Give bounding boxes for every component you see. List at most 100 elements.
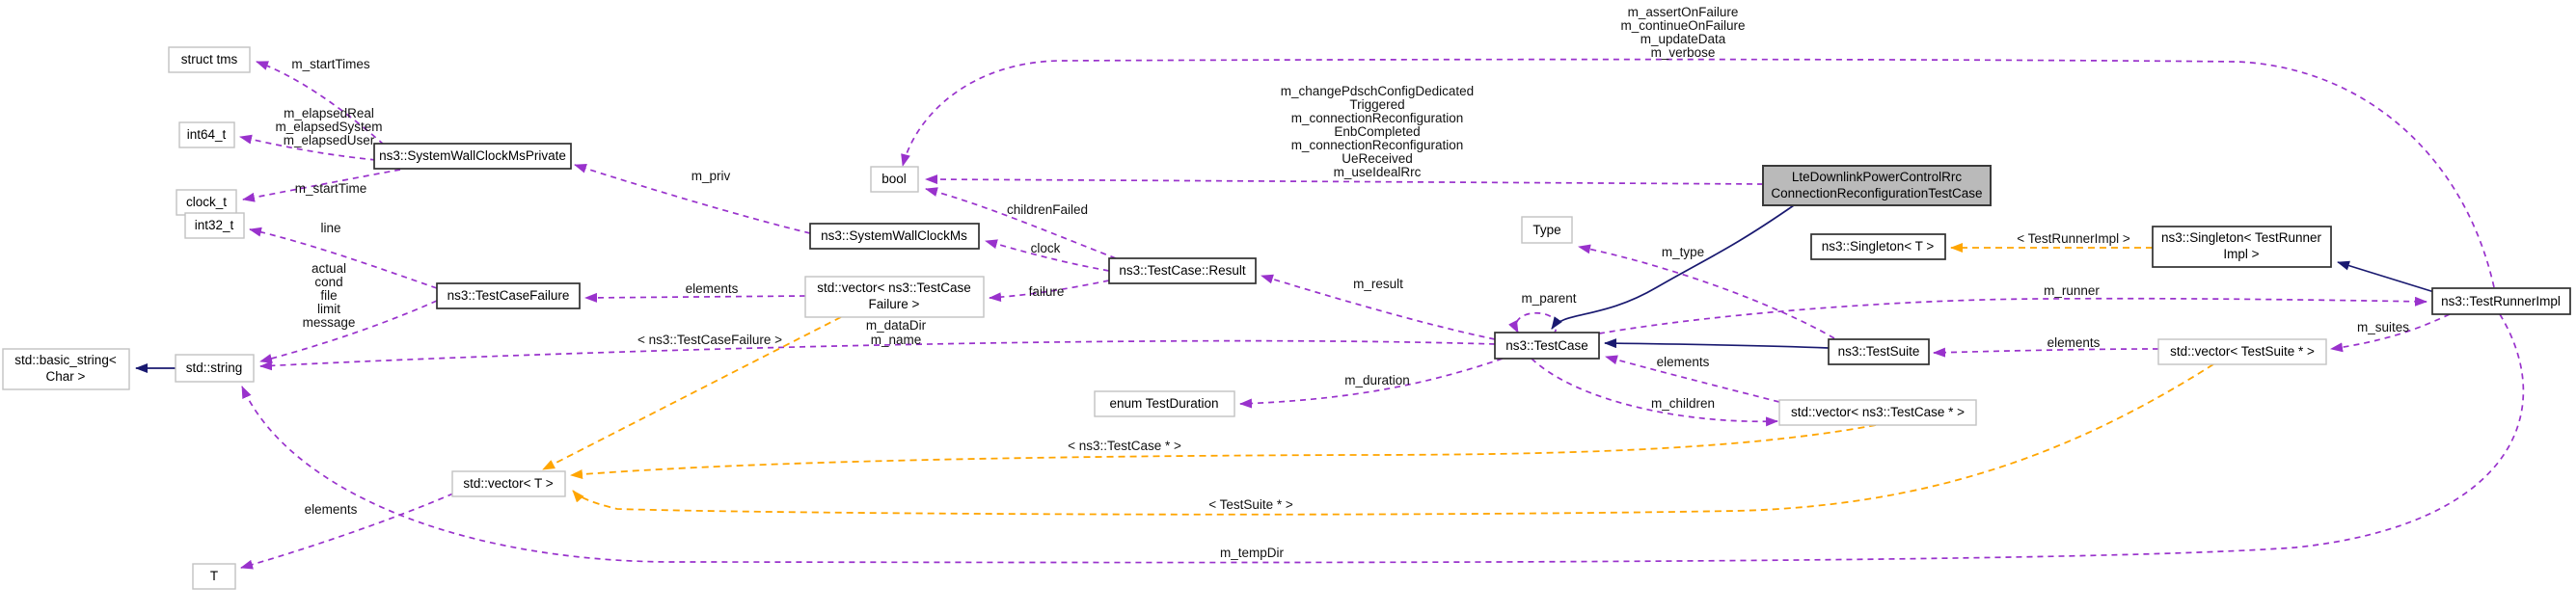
node-singleton-t-box[interactable]	[1810, 233, 1946, 260]
node-testcasefailure-box[interactable]	[436, 282, 581, 309]
node-int32-t[interactable]: int32_t	[184, 212, 245, 239]
node-lte-downlink-power-control-rrc-testcase[interactable]: LteDownlinkPowerControlRrc ConnectionRec…	[1762, 165, 1992, 206]
node-lte-testcase-line1: LteDownlinkPowerControlRrc	[1792, 170, 1963, 184]
node-type[interactable]: Type	[1521, 216, 1573, 244]
edge-label-actual: actual	[312, 261, 346, 276]
edge-childrenfailed	[925, 187, 1117, 259]
node-basic-string-box[interactable]	[2, 348, 130, 390]
edge-m-tempdir	[241, 313, 2525, 564]
edge-elements-t	[240, 493, 454, 570]
edge-label-rrc-5: m_connectionReconfiguration	[1291, 138, 1464, 152]
node-vector-testsuite-ptr[interactable]: std::vector< TestSuite * >	[2157, 338, 2327, 365]
node-testrunnerimpl[interactable]: ns3::TestRunnerImpl	[2431, 287, 2571, 315]
node-testrunnerimpl-label: ns3::TestRunnerImpl	[2441, 294, 2561, 308]
node-enum-testduration-box[interactable]	[1094, 390, 1235, 417]
node-basic-string[interactable]: std::basic_string< Char >	[2, 348, 130, 390]
edge-m-starttimes	[256, 61, 385, 146]
edge-label-limit: limit	[317, 302, 340, 316]
edge-label-failure: failure	[1029, 284, 1065, 299]
node-clock-t-box[interactable]	[176, 189, 237, 216]
edge-m-parent-loop	[1508, 311, 1558, 334]
node-testcasefailure[interactable]: ns3::TestCaseFailure	[436, 282, 581, 309]
edge-label-m-result: m_result	[1353, 277, 1403, 291]
node-string-box[interactable]	[175, 354, 255, 383]
node-bool[interactable]: bool	[870, 166, 919, 193]
edge-m-datadir-name	[259, 339, 1496, 371]
node-testsuite-box[interactable]	[1828, 338, 1930, 365]
edge-label-clock: clock	[1031, 241, 1061, 255]
edge-tmpl-testsuiteptr	[572, 363, 2214, 516]
edge-rrc-bool	[925, 174, 1764, 185]
node-vector-testsuite-ptr-box[interactable]	[2157, 338, 2327, 365]
edge-label-cond: cond	[314, 275, 342, 289]
edge-label-m-priv: m_priv	[691, 169, 731, 183]
node-testcase-box[interactable]	[1494, 332, 1600, 360]
edge-label-m-name: m_name	[871, 333, 922, 347]
edge-m-type	[1578, 244, 1835, 339]
edge-label-rrc-2: Triggered	[1349, 97, 1404, 112]
node-vector-t-box[interactable]	[451, 470, 566, 497]
node-enum-testduration[interactable]: enum TestDuration	[1094, 390, 1235, 417]
node-vector-testcasefailure-box[interactable]	[804, 276, 985, 318]
edge-label-m-type: m_type	[1662, 245, 1704, 259]
edge-elements-testsuite	[1933, 347, 2159, 358]
node-vector-t[interactable]: std::vector< T >	[451, 470, 566, 497]
node-testcasefailure-label: ns3::TestCaseFailure	[447, 288, 570, 303]
edge-label-m-tempdir: m_tempDir	[1220, 546, 1285, 560]
node-systemwallclockmsprivate-box[interactable]	[373, 143, 572, 170]
edge-label-tmpl-tsp: < TestSuite * >	[1208, 497, 1293, 512]
node-struct-tms[interactable]: struct tms	[168, 46, 251, 73]
node-testcase-result-box[interactable]	[1108, 257, 1257, 284]
node-basic-string-line1: std::basic_string<	[14, 353, 117, 367]
edge-label-line: line	[320, 221, 340, 235]
edge-label-elements-tcf: elements	[686, 281, 739, 296]
node-type-label: Type	[1532, 223, 1560, 237]
edge-label-m-starttime: m_startTime	[295, 181, 367, 196]
node-t[interactable]: T	[192, 563, 236, 590]
edge-label-m-suites: m_suites	[2357, 320, 2409, 334]
node-struct-tms-label: struct tms	[181, 52, 238, 67]
node-singleton-testrunnerimpl[interactable]: ns3::Singleton< TestRunner Impl >	[2152, 226, 2332, 268]
node-struct-tms-box[interactable]	[168, 46, 251, 73]
edge-flags-bool	[901, 58, 2495, 288]
node-testcase-result[interactable]: ns3::TestCase::Result	[1108, 257, 1257, 284]
node-int32-t-box[interactable]	[184, 212, 245, 239]
edge-elements-tcf	[584, 292, 806, 303]
node-testsuite[interactable]: ns3::TestSuite	[1828, 338, 1930, 365]
node-singleton-t[interactable]: ns3::Singleton< T >	[1810, 233, 1946, 260]
node-vector-testcase-ptr[interactable]: std::vector< ns3::TestCase * >	[1778, 399, 1977, 426]
node-clock-t-label: clock_t	[186, 195, 227, 209]
node-systemwallclockms-box[interactable]	[809, 223, 980, 250]
node-vector-testcasefailure[interactable]: std::vector< ns3::TestCase Failure >	[804, 276, 985, 318]
node-string[interactable]: std::string	[175, 354, 255, 383]
node-bool-box[interactable]	[870, 166, 919, 193]
node-lte-testcase-box[interactable]	[1762, 165, 1992, 206]
node-vector-testcasefailure-line1: std::vector< ns3::TestCase	[817, 280, 970, 295]
node-testcase[interactable]: ns3::TestCase	[1494, 332, 1600, 360]
edge-failure	[989, 280, 1110, 303]
edge-label-rrc-3: m_connectionReconfiguration	[1291, 111, 1464, 125]
node-clock-t[interactable]: clock_t	[176, 189, 237, 216]
edge-tmpl-testcaseptr	[570, 424, 1877, 480]
node-basic-string-line2: Char >	[46, 369, 86, 384]
edge-failure-fields	[259, 300, 438, 363]
edge-label-message: message	[303, 315, 356, 330]
edge-label-tmpl-runner: < TestRunnerImpl >	[2017, 231, 2130, 246]
node-testrunnerimpl-box[interactable]	[2431, 287, 2571, 315]
node-t-box[interactable]	[192, 563, 236, 590]
node-vector-testcase-ptr-box[interactable]	[1778, 399, 1977, 426]
node-int64-t-box[interactable]	[178, 121, 235, 148]
node-bool-label: bool	[881, 172, 907, 186]
node-type-box[interactable]	[1521, 216, 1573, 244]
node-systemwallclockmsprivate[interactable]: ns3::SystemWallClockMsPrivate	[373, 143, 572, 170]
edge-label-m-elapseduser: m_elapsedUser	[284, 133, 375, 147]
node-enum-testduration-label: enum TestDuration	[1109, 396, 1218, 411]
node-singleton-testrunnerimpl-box[interactable]	[2152, 226, 2332, 268]
node-singleton-testrunnerimpl-line1: ns3::Singleton< TestRunner	[2161, 230, 2321, 245]
node-systemwallclockms-label: ns3::SystemWallClockMs	[821, 228, 967, 243]
node-int64-t[interactable]: int64_t	[178, 121, 235, 148]
edge-m-starttime	[242, 169, 401, 202]
node-systemwallclockms[interactable]: ns3::SystemWallClockMs	[809, 223, 980, 250]
edge-line	[249, 227, 438, 289]
